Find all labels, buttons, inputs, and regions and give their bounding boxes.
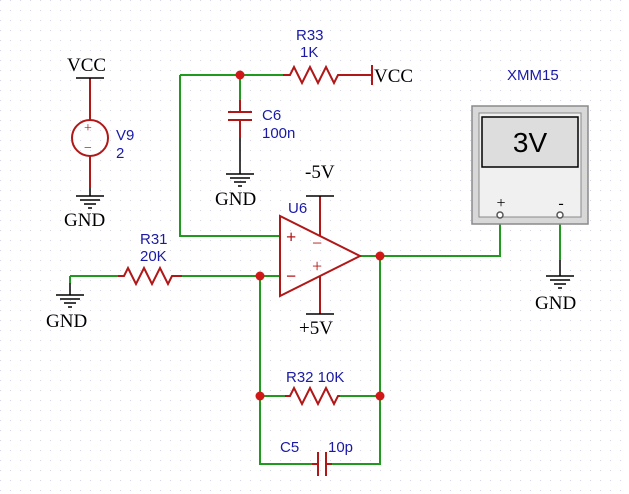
v9-plus-mark: + (84, 121, 92, 136)
v9-name-label: V9 (116, 127, 134, 144)
v9-circle (71, 119, 109, 157)
opamp-mark-minus-right: − (312, 233, 322, 253)
wire-r31-left (69, 275, 118, 283)
gnd-meter-label: GND (535, 293, 576, 314)
neg5v-label: -5V (305, 162, 335, 183)
meter-plus-label: + (496, 195, 505, 212)
r31-value-label: 20K (140, 248, 167, 265)
opamp-mark-minus-left: − (286, 266, 296, 286)
meter-plus-terminal[interactable] (496, 211, 504, 219)
gnd-r31-symbol (56, 283, 84, 308)
components (71, 64, 561, 476)
meter-minus-label: - (558, 195, 563, 212)
u6-name-label: U6 (288, 200, 307, 217)
grounds (56, 77, 574, 315)
junction-minus-input (255, 271, 265, 281)
r31-name-label: R31 (140, 231, 168, 248)
opamp-mark-plus-left: + (286, 227, 296, 247)
v9-value-label: 2 (116, 145, 124, 162)
r33-name-label: R33 (296, 27, 324, 44)
wire-feedback-plus (179, 75, 280, 237)
gnd-v9-symbol (76, 188, 104, 209)
multimeter-xmm15[interactable]: 3V + - (471, 105, 589, 225)
junction-r32-right (375, 391, 385, 401)
opamp-mark-plus-right: + (312, 256, 322, 276)
vcc-right-label: VCC (374, 66, 413, 87)
junction-r32-left (255, 391, 265, 401)
r31-resistor (118, 265, 182, 287)
r33-resistor (283, 64, 345, 86)
meter-minus-terminal[interactable] (556, 211, 564, 219)
c5-value-label: 10p (328, 439, 353, 456)
r32-resistor (285, 385, 340, 407)
meter-reading: 3V (513, 127, 548, 158)
r33-value-label: 1K (300, 44, 318, 61)
meter-display (481, 116, 579, 168)
c5-capacitor (312, 452, 332, 476)
c6-name-label: C6 (262, 107, 281, 124)
v9-minus-mark: − (84, 141, 92, 156)
gnd-meter-symbol (546, 260, 574, 289)
gnd-r31-label: GND (46, 311, 87, 332)
gnd-v9-label: GND (64, 210, 105, 231)
junction-output (375, 251, 385, 261)
opamp-pin-marks: + − − + (286, 227, 322, 286)
vcc-left-label: VCC (67, 55, 106, 76)
junctions (235, 70, 385, 401)
junction-r33-c6 (235, 70, 245, 80)
pos5v-label: +5V (299, 318, 333, 339)
c5-name-label: C5 (280, 439, 299, 456)
gnd-c6-label: GND (215, 189, 256, 210)
c6-value-label: 100n (262, 125, 295, 142)
meter-name-label: XMM15 (507, 67, 559, 84)
wire-fb-right (332, 256, 381, 465)
r32-label: R32 10K (286, 369, 344, 386)
wire-output-meter (360, 215, 501, 257)
gnd-c6-symbol (226, 138, 254, 187)
wire-fb-left (259, 276, 312, 465)
